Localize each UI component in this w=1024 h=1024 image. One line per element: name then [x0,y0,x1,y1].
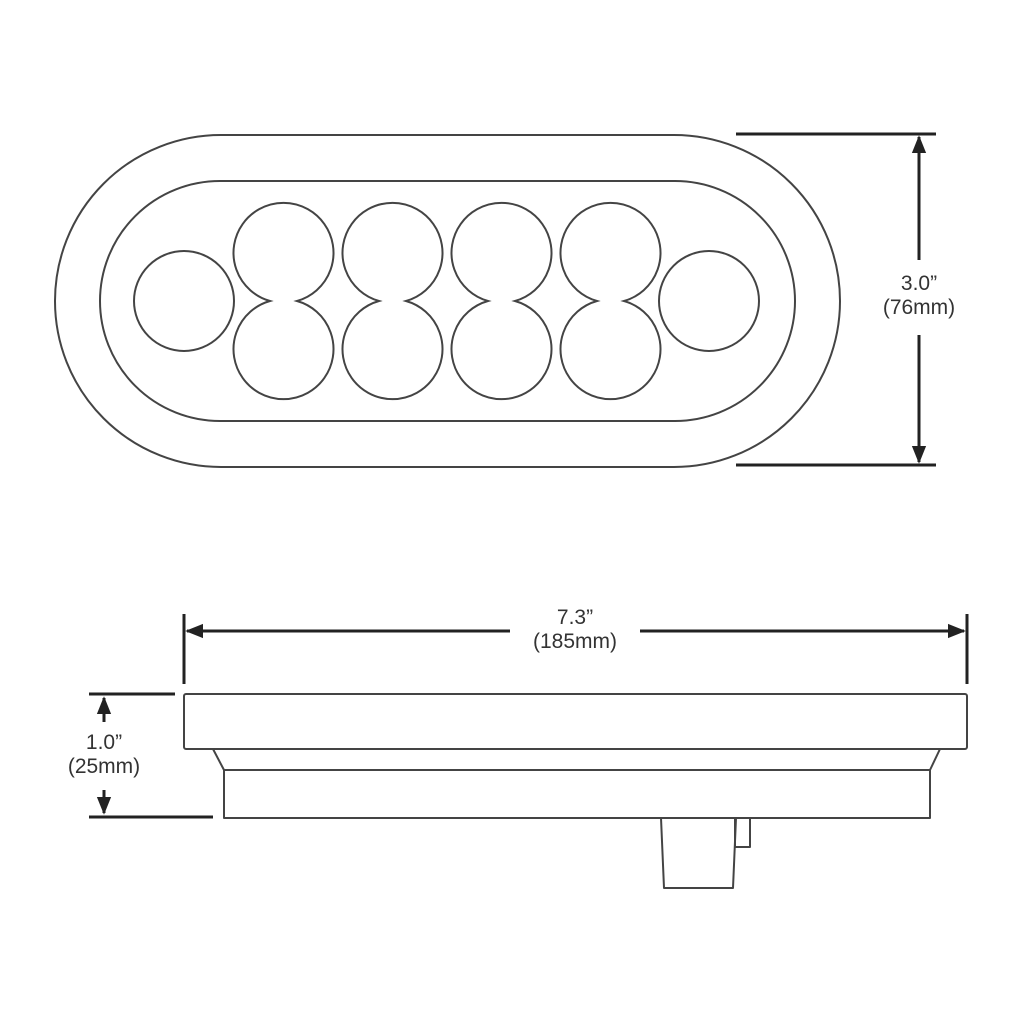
depth-label: 1.0” (25mm) [48,731,160,779]
depth-imperial: 1.0” [85,731,123,754]
led-pair-3 [450,201,553,401]
width-label: 7.3” (185mm) [515,606,635,654]
connector-tab [734,818,751,848]
height-imperial: 3.0” [900,272,938,295]
front-view [54,134,841,468]
led-pair-2 [341,201,444,401]
side-view [183,693,968,889]
height-label: 3.0” (76mm) [862,272,976,320]
outer-bezel [54,134,841,468]
width-imperial: 7.3” [556,606,594,629]
connector-plug [660,817,737,889]
depth-metric: (25mm) [67,755,141,778]
led-right-single [658,250,760,352]
depth-dimension [89,692,213,819]
led-left-single [133,250,235,352]
width-dimension [182,614,969,684]
side-housing [223,770,931,819]
height-dimension [736,132,936,467]
led-pair-4 [559,201,662,401]
inner-lens [99,180,796,422]
side-taper [212,748,941,771]
height-metric: (76mm) [882,296,956,319]
width-metric: (185mm) [532,630,617,653]
led-pair-1 [232,201,335,401]
side-bezel [183,693,968,750]
